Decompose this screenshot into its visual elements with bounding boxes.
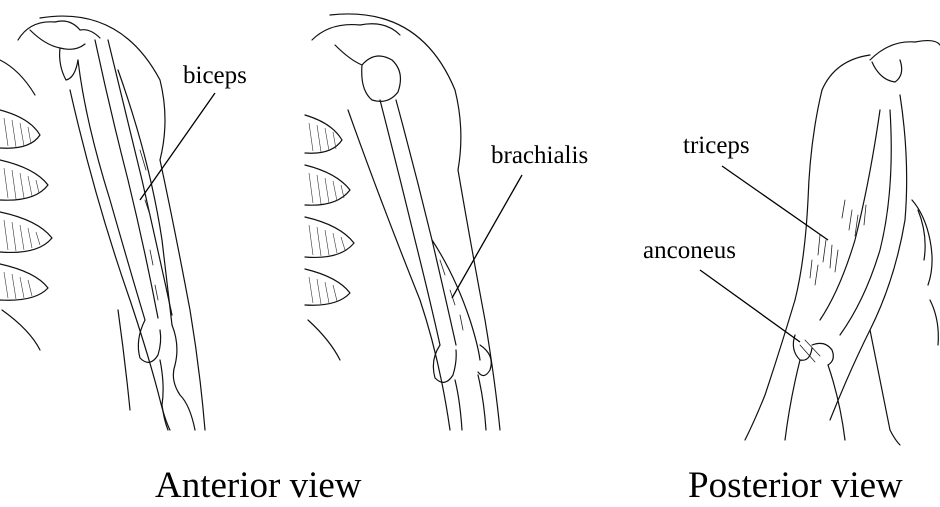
- elbow-anterior: [138, 320, 160, 362]
- biceps-muscle: [118, 70, 172, 325]
- anterior-arm-drawing-brachialis: [305, 14, 500, 430]
- label-anconeus: anconeus: [643, 237, 736, 264]
- clavicle-center: [312, 24, 400, 40]
- ribcage-center: [305, 115, 354, 360]
- humeral-head: [362, 56, 401, 101]
- label-triceps: triceps: [683, 132, 750, 159]
- label-brachialis: brachialis: [491, 142, 588, 169]
- leader-anconeus: [700, 270, 800, 342]
- scapula-spine: [870, 41, 940, 60]
- elbow-center: [433, 345, 456, 382]
- anterior-arm-drawing-biceps: [0, 16, 205, 430]
- leader-triceps: [722, 166, 828, 240]
- triceps-muscle: [820, 110, 880, 320]
- label-biceps: biceps: [183, 62, 247, 89]
- caption-posterior-view: Posterior view: [688, 465, 903, 506]
- caption-anterior-view: Anterior view: [155, 465, 362, 506]
- posterior-arm-drawing: [745, 41, 940, 445]
- ribcage-left: [0, 60, 52, 350]
- leader-biceps: [140, 93, 215, 200]
